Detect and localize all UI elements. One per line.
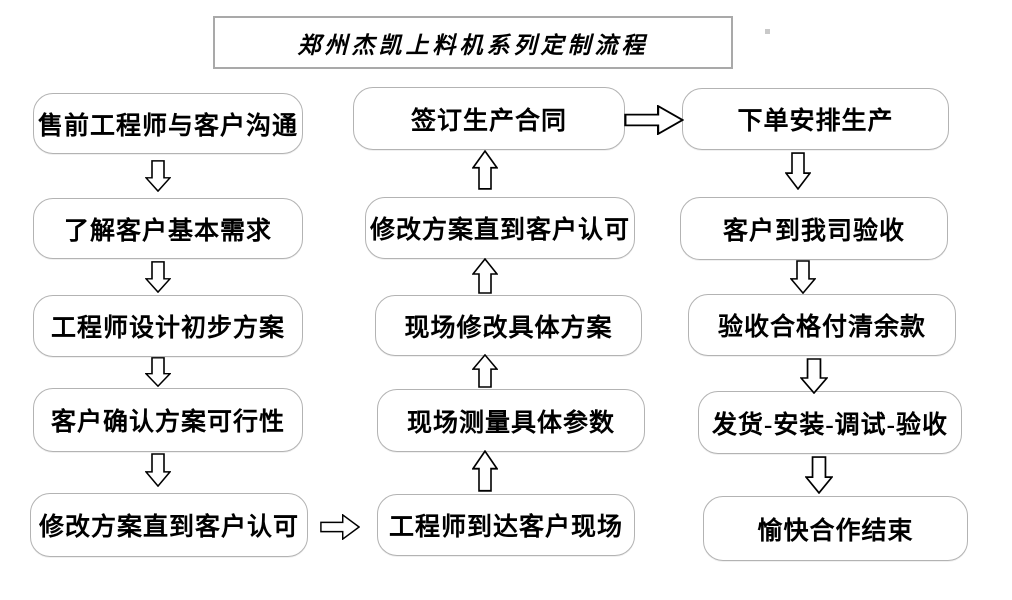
step-sign-contract: 签订生产合同 [353,87,625,150]
step-understand-needs: 了解客户基本需求 [33,198,303,259]
step-initial-design: 工程师设计初步方案 [33,295,303,357]
step-ship-install-debug-accept: 发货-安装-调试-验收 [698,391,962,454]
up-arrow-icon [472,354,498,388]
step-customer-acceptance-visit: 客户到我司验收 [680,197,948,260]
step-pay-remaining-balance: 验收合格付清余款 [688,294,956,356]
down-arrow-icon [800,358,828,394]
down-arrow-icon [145,160,171,192]
step-confirm-feasibility: 客户确认方案可行性 [33,388,303,452]
step-engineer-arrives-site: 工程师到达客户现场 [377,494,635,556]
stray-selection-handle-mark [765,29,770,34]
right-arrow-icon [320,514,360,540]
right-arrow-icon [624,105,684,135]
step-revise-until-approved-middle: 修改方案直到客户认可 [365,197,635,259]
down-arrow-icon [145,357,171,387]
down-arrow-icon [145,453,171,487]
down-arrow-icon [790,260,816,294]
down-arrow-icon [805,456,833,494]
up-arrow-icon [472,150,498,190]
down-arrow-icon [785,152,811,190]
step-happy-cooperation-end: 愉快合作结束 [703,496,968,561]
step-revise-until-approved-left: 修改方案直到客户认可 [30,493,308,557]
step-presales-communication: 售前工程师与客户沟通 [33,93,303,154]
up-arrow-icon [472,450,498,492]
flowchart-title: 郑州杰凯上料机系列定制流程 [213,16,733,69]
down-arrow-icon [145,261,171,293]
step-onsite-measure-params: 现场测量具体参数 [377,389,645,452]
up-arrow-icon [472,258,498,294]
step-onsite-revise-plan: 现场修改具体方案 [375,295,642,356]
step-place-order-production: 下单安排生产 [682,88,949,150]
